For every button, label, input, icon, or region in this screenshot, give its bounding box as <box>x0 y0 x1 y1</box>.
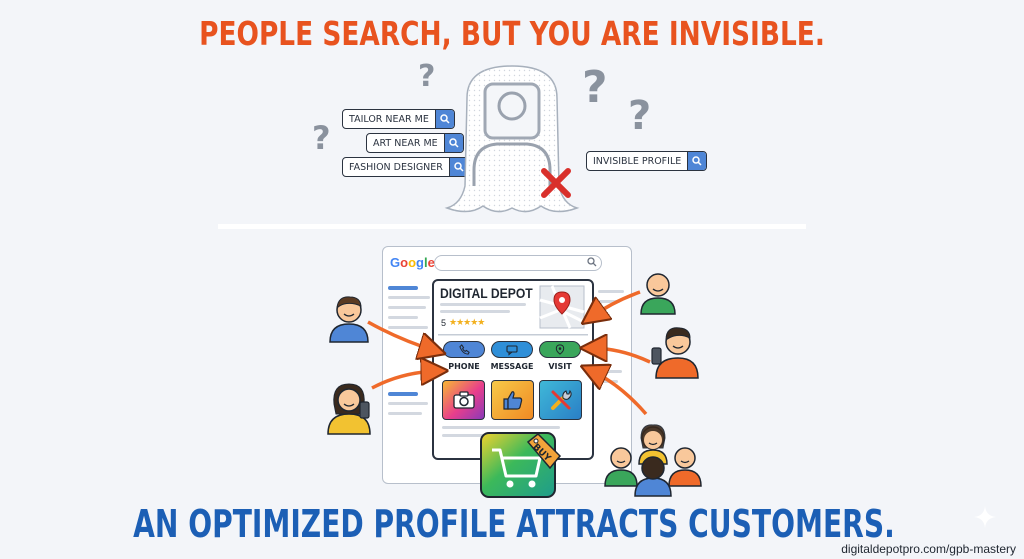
search-chip-invisible: INVISIBLE PROFILE <box>586 151 708 171</box>
phone-button[interactable] <box>443 341 485 358</box>
location-icon <box>555 344 565 355</box>
thumbs-up-icon <box>502 391 522 410</box>
map-thumbnail <box>539 285 585 329</box>
phone-label: PHONE <box>448 362 480 371</box>
magnifier-icon <box>687 152 707 170</box>
sparkle-icon <box>974 506 996 528</box>
customer-avatar-icon <box>640 273 676 315</box>
search-chip-label: INVISIBLE PROFILE <box>593 155 682 167</box>
magnifier-icon <box>448 158 468 176</box>
customer-group-icon <box>604 424 702 497</box>
rating-stars: ★★★★★ <box>449 317 485 327</box>
card-divider <box>438 334 588 336</box>
headline-top: PEOPLE SEARCH, BUT YOU ARE INVISIBLE. <box>199 14 825 53</box>
photos-tile[interactable] <box>442 380 485 420</box>
visit-button[interactable] <box>539 341 581 358</box>
red-x-icon <box>541 168 571 198</box>
google-letter: g <box>416 255 424 270</box>
google-search-bar[interactable] <box>434 255 602 271</box>
section-divider <box>218 224 806 229</box>
tools-icon <box>550 389 572 410</box>
reviews-tile[interactable] <box>491 380 534 420</box>
search-chip-label: TAILOR NEAR ME <box>349 113 429 125</box>
customer-avatar-icon <box>329 296 369 343</box>
camera-icon <box>452 391 475 409</box>
customer-avatar-icon <box>651 327 699 379</box>
google-letter: e <box>427 255 435 270</box>
search-chip-label: ART NEAR ME <box>373 137 438 149</box>
message-button[interactable] <box>491 341 533 358</box>
visit-label: VISIT <box>548 362 572 371</box>
search-chip-fashion: FASHION DESIGNER <box>342 157 469 177</box>
map-pin-icon <box>553 291 571 315</box>
business-name: DIGITAL DEPOT <box>440 286 533 301</box>
phone-icon <box>458 344 470 355</box>
search-result-lines-right <box>598 290 624 383</box>
google-letter: l <box>423 255 428 270</box>
search-chip-art: ART NEAR ME <box>366 133 464 153</box>
card-info-lines <box>440 303 526 313</box>
services-tile[interactable] <box>539 380 582 420</box>
google-letter: G <box>390 255 401 270</box>
magnifier-icon <box>587 257 597 267</box>
customer-avatar-icon <box>327 383 371 435</box>
search-chip-label: FASHION DESIGNER <box>349 161 443 173</box>
question-mark-icon: ? <box>582 62 608 113</box>
magnifier-icon <box>434 110 454 128</box>
question-mark-icon: ? <box>418 59 436 94</box>
google-letter: o <box>400 255 409 270</box>
question-mark-icon: ? <box>628 93 652 139</box>
rating-value: 5 <box>441 318 447 328</box>
headline-bottom: AN OPTIMIZED PROFILE ATTRACTS CUSTOMERS. <box>133 502 895 546</box>
footer-url: digitaldepotpro.com/gpb-mastery <box>841 542 1016 556</box>
google-letter: o <box>408 255 417 270</box>
magnifier-icon <box>443 134 463 152</box>
price-tag-icon <box>526 432 562 470</box>
message-label: MESSAGE <box>490 362 534 371</box>
google-logo: Google <box>390 255 435 270</box>
question-mark-icon: ? <box>312 119 331 157</box>
message-icon <box>506 344 518 356</box>
search-chip-tailor: TAILOR NEAR ME <box>342 109 455 129</box>
